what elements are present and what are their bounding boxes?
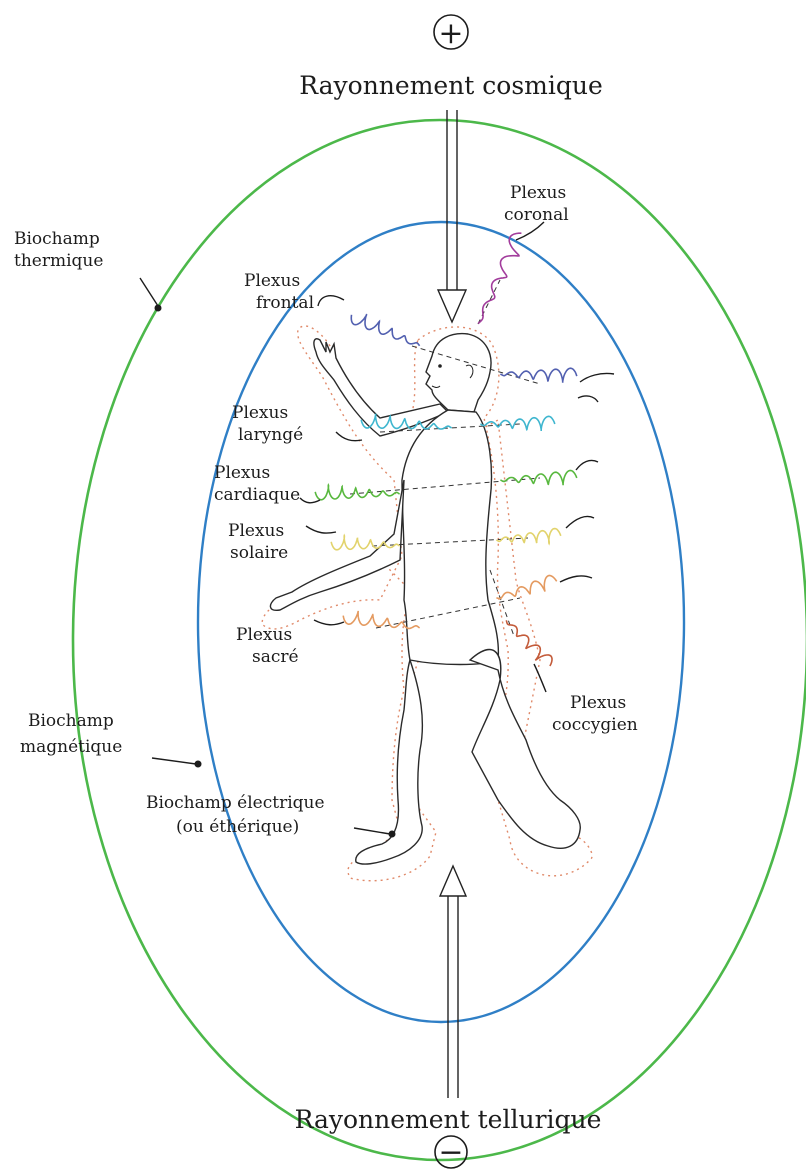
frontal-plexus-label-line1: Plexus <box>244 271 300 291</box>
laryngeal-plexus-label-line2: laryngé <box>238 425 303 445</box>
magnetic-field-label-line2: magnétique <box>20 737 122 757</box>
solar-plexus-label-line1: Plexus <box>228 521 284 541</box>
cardiac-plexus-label-line2: cardiaque <box>214 485 300 505</box>
sacral-plexus-label-line1: Plexus <box>236 625 292 645</box>
cardiac-plexus-label-line1: Plexus <box>214 463 270 483</box>
figure-eye <box>438 364 442 368</box>
figure-back-leg <box>470 650 580 849</box>
magnetic-field-dot <box>195 761 202 768</box>
electric-field-label: Biochamp électrique (ou éthérique) <box>146 793 396 838</box>
coronal-plexus-label: Plexus coronal <box>504 183 569 225</box>
frontal-back-spiral <box>500 368 576 383</box>
frontal-inflow-arrow <box>318 296 344 306</box>
figure-head <box>426 334 491 412</box>
magnetic-field-label-line1: Biochamp <box>28 711 114 731</box>
coronal-spiral <box>478 233 521 323</box>
electric-field-label-line2: (ou éthérique) <box>176 817 299 837</box>
thermal-field-label-line2: thermique <box>14 251 103 271</box>
coronal-connector <box>478 280 500 324</box>
telluric-radiation-label: Rayonnement tellurique <box>295 1105 602 1134</box>
magnetic-field-leader <box>152 758 196 764</box>
laryngeal-inflow-arrow <box>336 432 362 441</box>
figure-raised-arm <box>314 339 448 436</box>
coccygeal-plexus-label: Plexus coccygien <box>552 693 638 735</box>
electric-field-label-line1: Biochamp électrique <box>146 793 325 813</box>
cosmic-arrow-head <box>438 290 466 322</box>
cardiac-back-inflow-arrow <box>576 460 598 470</box>
solar-plexus-label: Plexus solaire <box>228 521 288 563</box>
frontal-back-inflow-arrow <box>580 373 614 382</box>
solar-back-spiral <box>496 529 560 544</box>
thermal-field-label: Biochamp thermique <box>14 229 162 312</box>
laryngeal-plexus-label-line1: Plexus <box>232 403 288 423</box>
solar-plexus-label-line2: solaire <box>230 543 288 563</box>
sacral-inflow-arrow <box>314 620 344 625</box>
electric-field-dot <box>389 831 396 838</box>
thermal-field-leader <box>140 278 158 306</box>
coccygeal-plexus-label-line1: Plexus <box>570 693 626 713</box>
sacral-plexus-label-line2: sacré <box>252 647 299 667</box>
frontal-plexus-label-line2: frontal <box>256 293 314 313</box>
magnetic-field-label: Biochamp magnétique <box>20 711 202 768</box>
negative-pole: − <box>435 1135 467 1170</box>
solar-back-inflow-arrow <box>566 516 594 528</box>
cardiac-inflow-arrow <box>300 498 320 503</box>
positive-pole-symbol: + <box>438 16 463 51</box>
cardiac-front-spiral <box>315 485 399 500</box>
cardiac-plexus-label: Plexus cardiaque <box>214 463 300 505</box>
sacral-plexus-label: Plexus sacré <box>236 625 299 667</box>
coronal-plexus-label-line2: coronal <box>504 205 569 225</box>
frontal-front-spiral <box>351 314 419 346</box>
cosmic-arrow <box>438 110 466 322</box>
laryngeal-back-inflow-arrow <box>578 396 598 402</box>
negative-pole-symbol: − <box>438 1135 463 1170</box>
electric-field-leader <box>354 828 390 834</box>
thermal-field-label-line1: Biochamp <box>14 229 100 249</box>
sacral-back-inflow-arrow <box>560 576 592 582</box>
telluric-arrow-head <box>440 866 466 896</box>
coronal-plexus-label-line1: Plexus <box>510 183 566 203</box>
laryngeal-plexus-label: Plexus laryngé <box>232 403 303 445</box>
sacral-back-spiral <box>496 576 556 599</box>
positive-pole: + <box>434 15 468 51</box>
telluric-arrow <box>440 866 466 1098</box>
solar-inflow-arrow <box>306 526 336 533</box>
coccygeal-plexus-label-line2: coccygien <box>552 715 638 735</box>
thermal-field-dot <box>155 305 162 312</box>
coccygeal-spiral <box>506 620 552 666</box>
cosmic-radiation-label: Rayonnement cosmique <box>299 71 603 100</box>
human-figure <box>270 334 580 864</box>
